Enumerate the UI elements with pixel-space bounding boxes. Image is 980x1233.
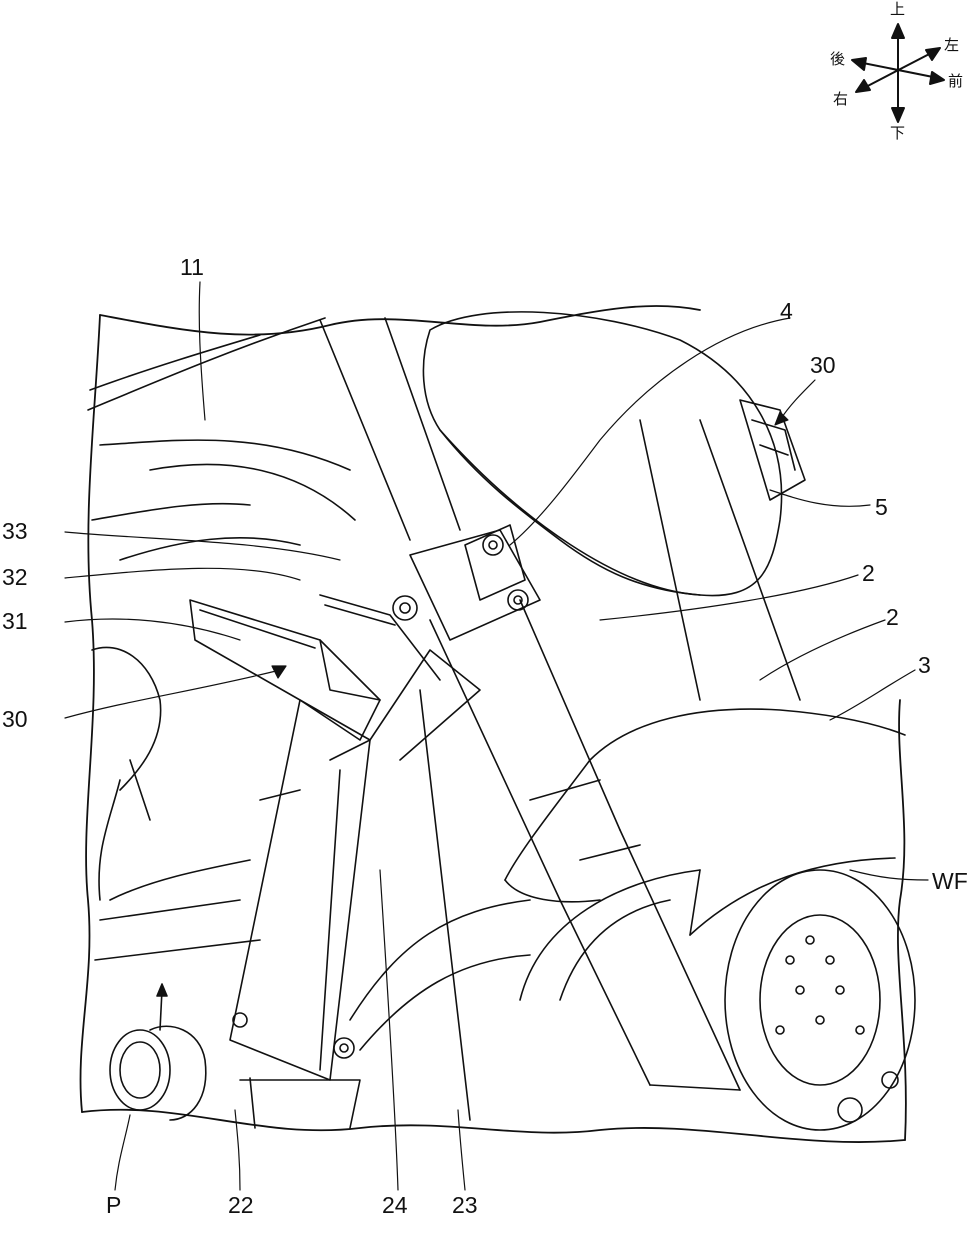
label-31: 31 [2,608,28,634]
label-32: 32 [2,564,28,590]
compass-down: 下 [890,124,906,142]
compass-rear: 後 [830,50,846,68]
frame-parts [92,647,300,960]
label-2-a: 2 [862,560,875,586]
turn-signal-right [740,400,805,500]
compass-front: 前 [948,72,964,90]
radiator-shroud [230,650,530,1128]
label-3: 3 [918,652,931,678]
turn-signal-left [190,595,440,740]
part-p [110,984,206,1120]
label-30-left: 30 [2,706,28,732]
headlight-housing [423,312,781,596]
label-23: 23 [452,1192,478,1218]
fuel-tank [88,318,355,560]
front-fender [505,709,905,935]
front-fork [320,318,800,1090]
leader-lines [65,282,928,1190]
label-24: 24 [382,1192,408,1218]
label-2-b: 2 [886,604,899,630]
label-11: 11 [180,254,204,280]
front-wheel [520,870,915,1130]
compass-up: 上 [890,0,906,18]
break-frame [80,306,905,1142]
label-30-top: 30 [810,352,836,378]
compass-left: 左 [944,36,960,54]
label-4: 4 [780,298,793,324]
compass-right: 右 [833,90,849,108]
label-p: P [106,1192,122,1218]
fork-clamp [393,525,540,640]
label-wf: WF [932,868,968,894]
label-22: 22 [228,1192,254,1218]
label-5: 5 [875,494,888,520]
label-33: 33 [2,518,28,544]
compass-arrows-icon [852,24,944,122]
